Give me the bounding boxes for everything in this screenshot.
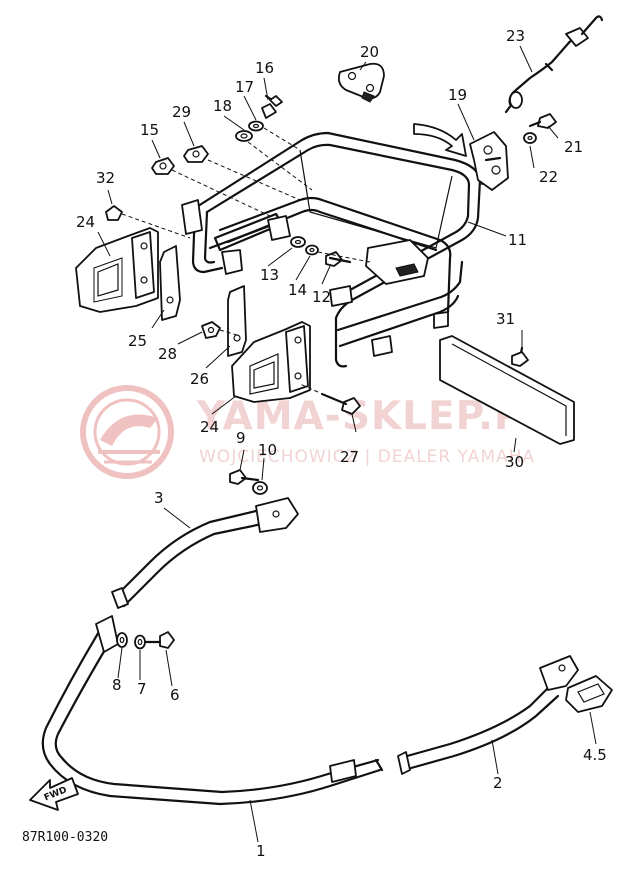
bolt-part-12 xyxy=(325,251,352,267)
callout-2: 2 xyxy=(493,774,503,792)
nut-part-28 xyxy=(201,321,221,339)
arm-part-3 xyxy=(111,497,299,609)
bolt-part-32 xyxy=(105,205,123,221)
callout-24-right: 24 xyxy=(200,418,219,436)
bracket-part-20 xyxy=(337,62,385,103)
fwd-arrow-icon: FWD xyxy=(29,777,79,811)
bolt-part-16 xyxy=(261,94,283,119)
callout-20: 20 xyxy=(360,43,379,61)
cable-part-23 xyxy=(504,15,604,114)
callout-29: 29 xyxy=(172,103,191,121)
rear-bar-part-2 xyxy=(397,655,579,775)
callout-22: 22 xyxy=(539,168,558,186)
diagram-code: 87R100-0320 xyxy=(22,830,108,845)
callout-23: 23 xyxy=(506,27,525,45)
carrier-frame xyxy=(181,131,499,368)
callout-8: 8 xyxy=(112,676,122,694)
leader-lines xyxy=(97,45,597,843)
callout-19: 19 xyxy=(448,86,467,104)
end-cap-part-4-5 xyxy=(565,675,613,713)
callout-31: 31 xyxy=(496,310,515,328)
callout-7: 7 xyxy=(137,680,147,698)
watermark-tagline: WOJCIECHOWICZ | DEALER YAMAHA xyxy=(199,447,535,467)
callout-16: 16 xyxy=(255,59,274,77)
callout-labels: 1 2 3 4.5 6 7 8 9 10 11 12 13 14 15 16 1… xyxy=(76,27,607,860)
washer-part-18 xyxy=(235,130,253,142)
bolt-part-21 xyxy=(528,113,557,129)
callout-21: 21 xyxy=(564,138,583,156)
callout-11: 11 xyxy=(508,231,527,249)
plate-part-25 xyxy=(159,245,181,321)
latch-part-19 xyxy=(469,131,509,191)
grab-bar-part-1 xyxy=(41,615,384,806)
callout-3: 3 xyxy=(154,489,164,507)
callout-18: 18 xyxy=(213,97,232,115)
washer-part-14 xyxy=(305,244,319,256)
watermark-logo xyxy=(80,385,174,479)
callout-28: 28 xyxy=(158,345,177,363)
callout-25: 25 xyxy=(128,332,147,350)
washer-part-7 xyxy=(134,634,146,650)
side-bracket-part-24-left xyxy=(75,227,159,313)
callout-30: 30 xyxy=(505,453,524,471)
washer-part-8 xyxy=(116,632,128,648)
bolt-part-31 xyxy=(511,346,529,367)
direction-arrow xyxy=(413,123,467,157)
nut-part-29 xyxy=(183,145,209,163)
callout-17: 17 xyxy=(235,78,254,96)
side-bracket-part-24-right xyxy=(231,321,311,403)
nut-part-15 xyxy=(151,157,175,175)
callout-27: 27 xyxy=(340,448,359,466)
washer-part-13 xyxy=(290,236,306,248)
callout-6: 6 xyxy=(170,686,180,704)
callout-14: 14 xyxy=(288,281,307,299)
bolt-part-9 xyxy=(229,469,260,485)
callout-4-5: 4.5 xyxy=(583,746,607,764)
washer-part-22 xyxy=(523,132,537,144)
callout-10: 10 xyxy=(258,441,277,459)
callout-24-left: 24 xyxy=(76,213,95,231)
plate-part-26 xyxy=(227,285,247,357)
washer-part-10 xyxy=(252,481,268,495)
callout-26: 26 xyxy=(190,370,209,388)
bolt-part-27 xyxy=(320,392,361,415)
callout-1: 1 xyxy=(256,842,266,860)
callout-12: 12 xyxy=(312,288,331,306)
callout-32: 32 xyxy=(96,169,115,187)
washer-part-17 xyxy=(248,120,264,132)
callout-13: 13 xyxy=(260,266,279,284)
callout-15: 15 xyxy=(140,121,159,139)
bolt-part-6 xyxy=(144,631,175,649)
callout-9: 9 xyxy=(236,429,246,447)
plate-part-30 xyxy=(439,335,575,445)
